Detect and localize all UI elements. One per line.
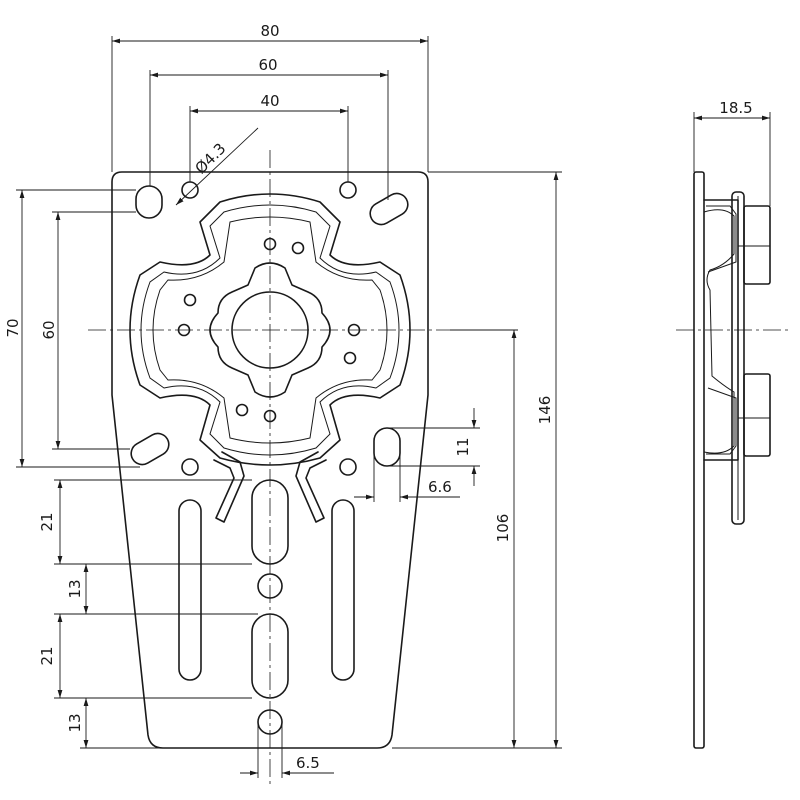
small-hole <box>177 323 191 337</box>
small-hole <box>235 403 249 417</box>
clip-leg-left <box>213 451 245 523</box>
dim-slot-6-5: 6.5 <box>296 754 320 772</box>
side-view: 18.5 <box>676 99 792 749</box>
central-bore <box>231 291 309 369</box>
hole-top-left <box>181 181 199 199</box>
slot-bottom-left <box>130 432 170 466</box>
small-hole <box>347 323 361 337</box>
small-hole <box>263 409 277 423</box>
dim-height-60: 60 <box>40 320 58 339</box>
mounting-plate-outline <box>111 171 429 749</box>
small-hole <box>263 237 277 251</box>
dim-width-80: 80 <box>260 22 279 40</box>
center-slot-lower <box>251 613 289 699</box>
carrier-plate <box>152 216 388 444</box>
dim-width-40: 40 <box>260 92 279 110</box>
small-hole <box>343 351 357 365</box>
hole-bottom-right <box>339 458 357 476</box>
spring-clip-outer <box>129 193 411 466</box>
dim-gap-21-upper: 21 <box>38 512 56 531</box>
dim-slot-6-6: 6.6 <box>428 478 452 496</box>
spring-clip-inner <box>140 204 400 456</box>
side-adapter-block-upper <box>743 205 771 285</box>
side-adapter-block-lower <box>743 373 771 457</box>
dim-width-60: 60 <box>258 56 277 74</box>
dim-gap-21-lower: 21 <box>38 646 56 665</box>
adapter-quatrefoil <box>209 262 331 398</box>
long-slot-left <box>178 499 202 681</box>
center-hole-middle <box>257 573 283 599</box>
dim-slot-11: 11 <box>454 437 472 456</box>
dim-height-106: 106 <box>494 514 512 543</box>
small-hole <box>183 293 197 307</box>
front-view: 80 60 40 Ø4.3 70 60 146 106 <box>4 22 562 785</box>
small-hole <box>291 241 305 255</box>
hole-bottom-left <box>181 458 199 476</box>
slot-top-right <box>369 192 409 226</box>
side-base-plate <box>693 171 705 749</box>
dim-height-70: 70 <box>4 318 22 337</box>
side-clip-upper-lobe <box>706 205 737 273</box>
dim-gap-13-lower: 13 <box>66 713 84 732</box>
slot-bottom-right <box>373 427 401 467</box>
dim-gap-13-upper: 13 <box>66 579 84 598</box>
side-clip-profile <box>703 209 735 454</box>
hole-top-right <box>339 181 357 199</box>
long-slot-right <box>331 499 355 681</box>
center-slot-upper <box>251 479 289 565</box>
slot-top-left <box>135 185 163 219</box>
clip-leg-right <box>295 451 327 523</box>
dim-depth-18-5: 18.5 <box>719 99 752 117</box>
side-spring-rod <box>731 191 745 525</box>
side-clip-lower-lobe <box>706 387 737 455</box>
dim-height-146: 146 <box>536 396 554 425</box>
